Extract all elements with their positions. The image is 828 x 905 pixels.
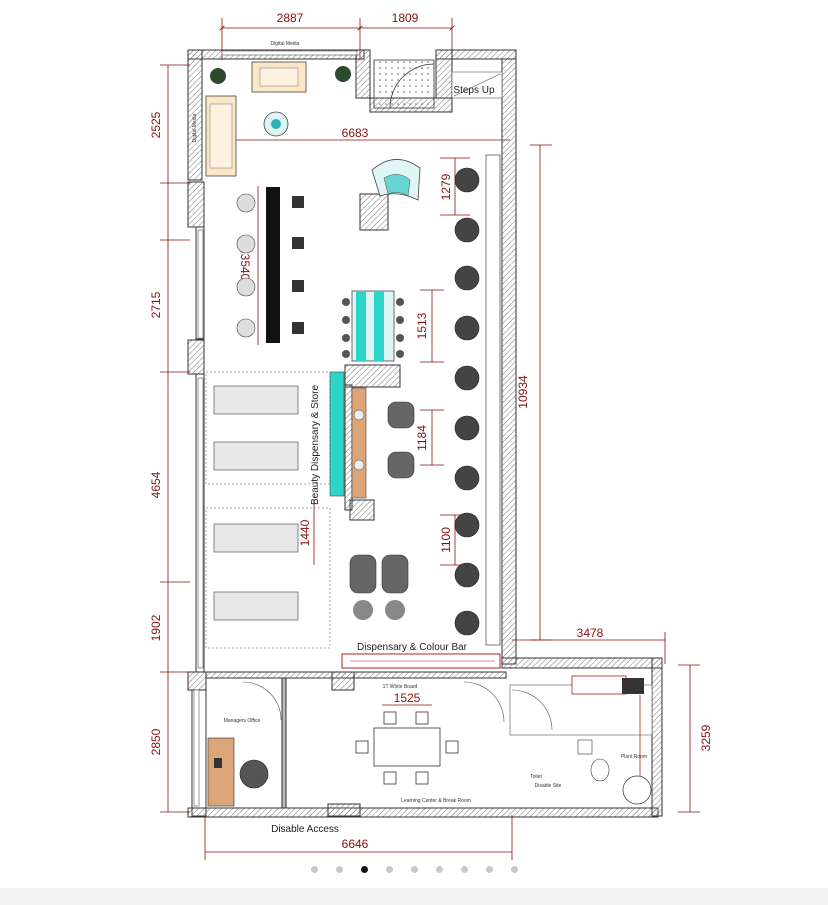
disable-access-label: Disable Access [271,824,339,835]
dim-wash-spacing: 1184 [415,425,429,451]
plant-left [210,68,226,84]
disable-site-label: Disable Site [535,783,562,789]
windows [193,50,358,807]
managers-office-label: Managers Office [224,718,261,724]
dim-table-width: 1525 [394,691,421,705]
dim-reception: 1279 [439,173,453,200]
dim-wing-height: 3259 [699,724,713,751]
learning-center-label: Learning Center & Break Room [401,798,471,804]
bottom-strip [0,888,828,905]
dim-right-length: 10934 [516,375,530,409]
door-swing [389,63,435,109]
steps-up-label: Steps Up [453,85,495,96]
dim-bottom-width: 6646 [342,837,369,851]
carousel-dot[interactable] [485,865,493,873]
dim-bed-spacing: 1440 [298,519,312,546]
floor-plan: 2887 1809 6683 2525 2715 4654 1902 2850 … [149,11,713,860]
dim-bar-length: 3540 [238,254,252,281]
dim-left-5: 2850 [149,728,163,755]
waiting-area [205,61,351,177]
styling-bar [236,187,304,343]
dim-left-1: 2525 [149,111,163,138]
styling-chairs [454,167,480,636]
carousel-dot[interactable] [410,865,418,873]
carousel-dot[interactable] [335,865,343,873]
digital-media-top-label: Digital Media [271,41,300,47]
dim-left-3: 4654 [149,471,163,498]
dim-station-spacing: 1100 [439,527,453,553]
dim-top-left: 2887 [277,11,304,25]
stair-well [373,59,435,109]
toilet-label: Toilet [530,774,542,780]
managers-office [207,681,282,807]
carousel-dot-active[interactable] [360,865,368,873]
reception-desk [371,159,421,201]
bar-counter [266,187,280,343]
dim-inner-width: 6683 [342,126,369,140]
digital-media-side-label: Digital Media [192,113,198,142]
dispensary-colour-bar-label: Dispensary & Colour Bar [357,642,468,653]
beauty-dispensary-label: Beauty Dispensary & Store [310,385,321,505]
beauty-dispensary [329,371,415,499]
plant-room-label: Plant Room [621,754,647,760]
learning-center [355,681,505,785]
carousel-dot[interactable] [385,865,393,873]
dim-wing-width: 3478 [577,626,604,640]
dim-top-right: 1809 [392,11,419,25]
carousel-dot[interactable] [510,865,518,873]
nail-table [342,290,404,362]
carousel-dot[interactable] [460,865,468,873]
wash-units [349,554,409,620]
carousel-dots [0,858,828,880]
dim-left-4: 1902 [149,614,163,641]
mirror-counter [485,154,501,646]
carousel-dot[interactable] [310,865,318,873]
treatment-beds [213,385,299,621]
carousel-dot[interactable] [435,865,443,873]
dim-left-2: 2715 [149,291,163,318]
dimension-lines [160,18,700,860]
white-board-label: 1T White Board [383,684,418,690]
dim-nail-table: 1513 [415,312,429,339]
toilet-area [509,675,653,805]
plant-right [335,66,351,82]
